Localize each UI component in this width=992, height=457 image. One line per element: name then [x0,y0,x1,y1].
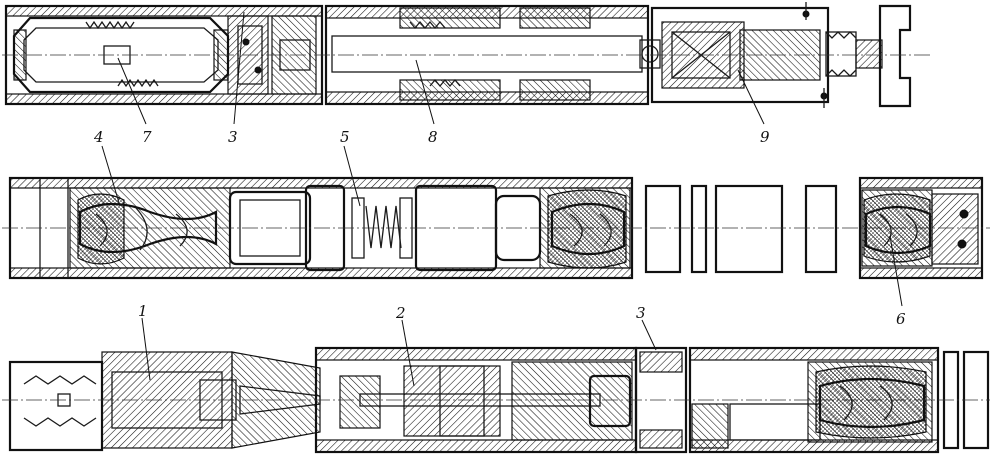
callout-label-4: 4 [93,128,104,146]
row-2-assembly [2,176,990,280]
callout-label-2: 2 [395,304,406,322]
callout-6: 6 [889,235,906,328]
callout-4: 4 [93,128,121,207]
callout-label-5: 5 [340,128,350,146]
callout-label-6: 6 [896,310,906,328]
row-1-assembly [2,2,930,108]
callout-3-top: 3 [228,11,245,146]
callout-label-8: 8 [428,128,438,146]
spring-coil [365,205,402,249]
callout-9: 9 [737,69,770,146]
callout-8: 8 [415,59,438,146]
spring [85,20,159,88]
callout-5: 5 [340,128,361,207]
callout-2: 2 [395,304,415,387]
callout-label-7: 7 [142,128,152,146]
callout-label-9: 9 [760,128,770,146]
row-3-assembly [2,346,990,454]
callout-label-1: 1 [138,302,148,320]
callout-label-3-bottom: 3 [636,304,646,322]
callout-1: 1 [138,302,151,381]
callout-label-3-top: 3 [228,128,238,146]
callout-7: 7 [117,57,152,146]
callout-3-bottom: 3 [636,304,657,351]
